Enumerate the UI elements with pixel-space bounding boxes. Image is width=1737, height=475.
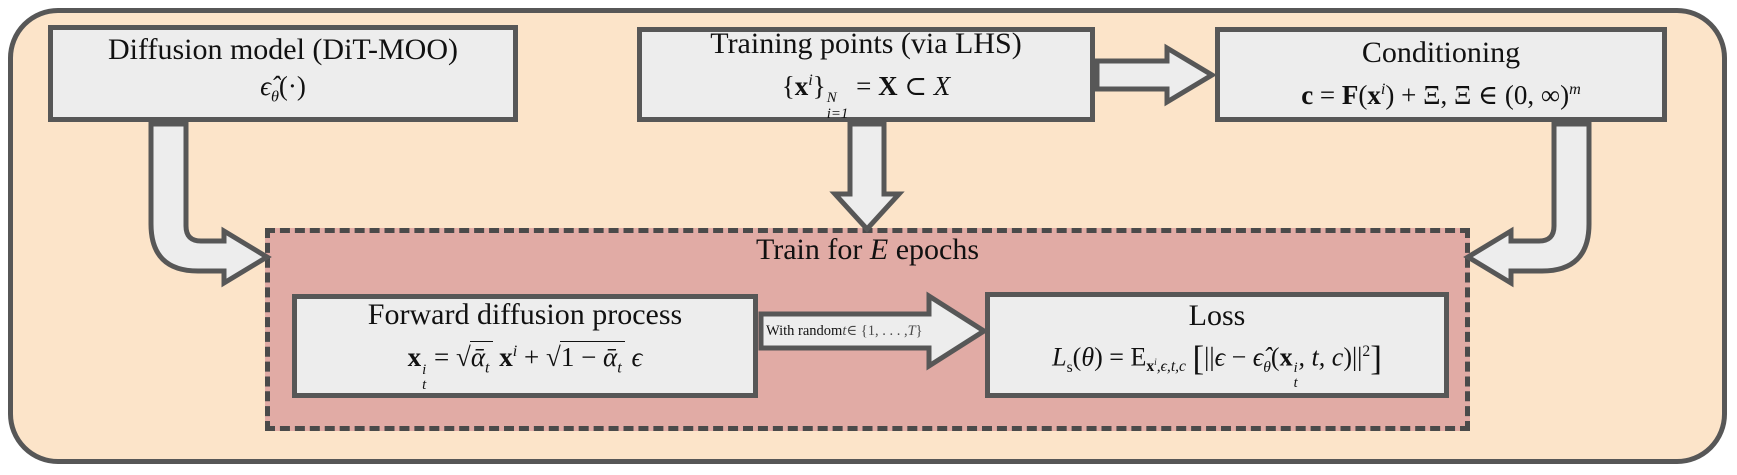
train-loop-title: Train for E epochs <box>755 233 980 266</box>
diffusion-model-formula: ϵ̂θ(·) <box>260 70 306 106</box>
loss-title: Loss <box>1188 298 1246 332</box>
diffusion-model-box: Diffusion model (DiT-MOO) ϵ̂θ(·) <box>48 25 518 122</box>
forward-diffusion-title: Forward diffusion process <box>367 298 683 332</box>
conditioning-title: Conditioning <box>1361 36 1521 69</box>
diffusion-model-title: Diffusion model (DiT-MOO) <box>108 32 458 66</box>
conditioning-box: Conditioning c = F(xi) + Ξ, Ξ ∈ (0, ∞)m <box>1215 27 1667 122</box>
training-points-title: Training points (via LHS) <box>710 26 1022 60</box>
conditioning-formula: c = F(xi) + Ξ, Ξ ∈ (0, ∞)m <box>1301 80 1581 110</box>
random-timestep-label: With random t ∈ {1, . . . , T} <box>766 322 923 339</box>
